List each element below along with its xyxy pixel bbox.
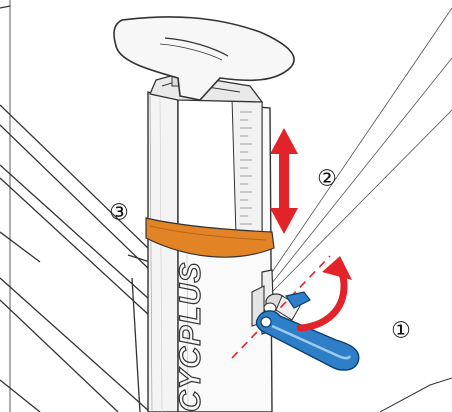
orange-band-edge: [149, 225, 267, 241]
rotation-axis-line: [231, 255, 331, 359]
brand-logo-text: CYCPLUS: [174, 262, 207, 412]
quick-release-lever: [255, 291, 360, 371]
callout-1-label: ①: [391, 319, 411, 344]
cable-lines: [263, 7, 452, 293]
orange-band: [145, 217, 275, 258]
double-headed-arrow-icon: [270, 128, 298, 234]
saddle: [113, 16, 295, 101]
callout-2-label: ②: [317, 167, 337, 192]
inner-slide-tube: [177, 95, 263, 247]
callout-3-label: ③: [109, 201, 129, 226]
floor-line: [379, 377, 452, 412]
curved-rotation-arrow-icon: [296, 256, 352, 332]
